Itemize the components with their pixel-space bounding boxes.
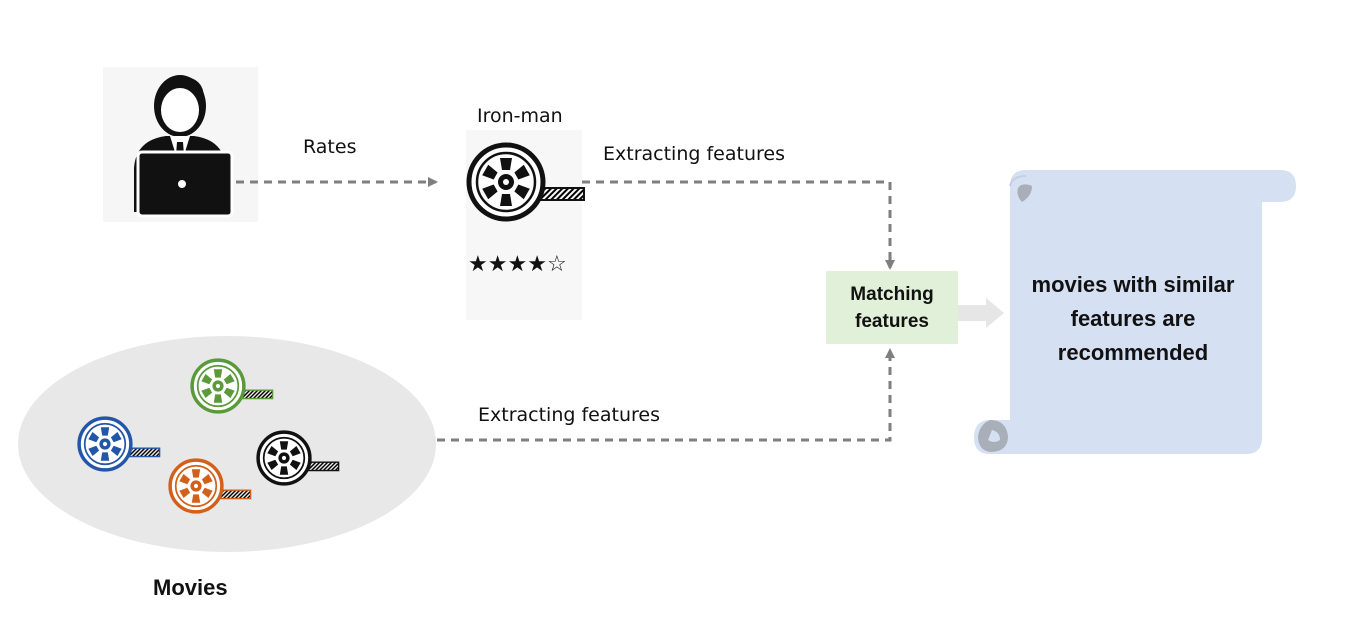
- star-filled-icon: ★: [527, 252, 547, 277]
- user-laptop-icon: [134, 75, 234, 218]
- extract-bottom-arrow: [437, 348, 895, 442]
- star-empty-icon: ☆: [546, 252, 567, 277]
- extract-features-top-label: Extracting features: [603, 143, 785, 165]
- extract-features-bottom-label: Extracting features: [478, 404, 660, 426]
- extract-top-arrow: [582, 180, 895, 270]
- rating-stars: ★★★★☆: [468, 250, 567, 280]
- star-filled-icon: ★: [468, 252, 488, 277]
- matching-features-label: Matching features: [850, 283, 934, 332]
- recommendation-text: movies with similar features are recomme…: [1031, 272, 1235, 365]
- movies-label: Movies: [153, 575, 228, 600]
- movies-collection-ellipse: [18, 336, 436, 552]
- star-filled-icon: ★: [487, 252, 508, 277]
- scroll-icon: [974, 170, 1296, 454]
- rates-label: Rates: [303, 136, 357, 158]
- matching-features-box: Matching features: [826, 271, 958, 344]
- recommend-arrow: [958, 298, 1004, 328]
- movie-title-label: Iron-man: [477, 105, 563, 127]
- star-filled-icon: ★: [507, 252, 528, 277]
